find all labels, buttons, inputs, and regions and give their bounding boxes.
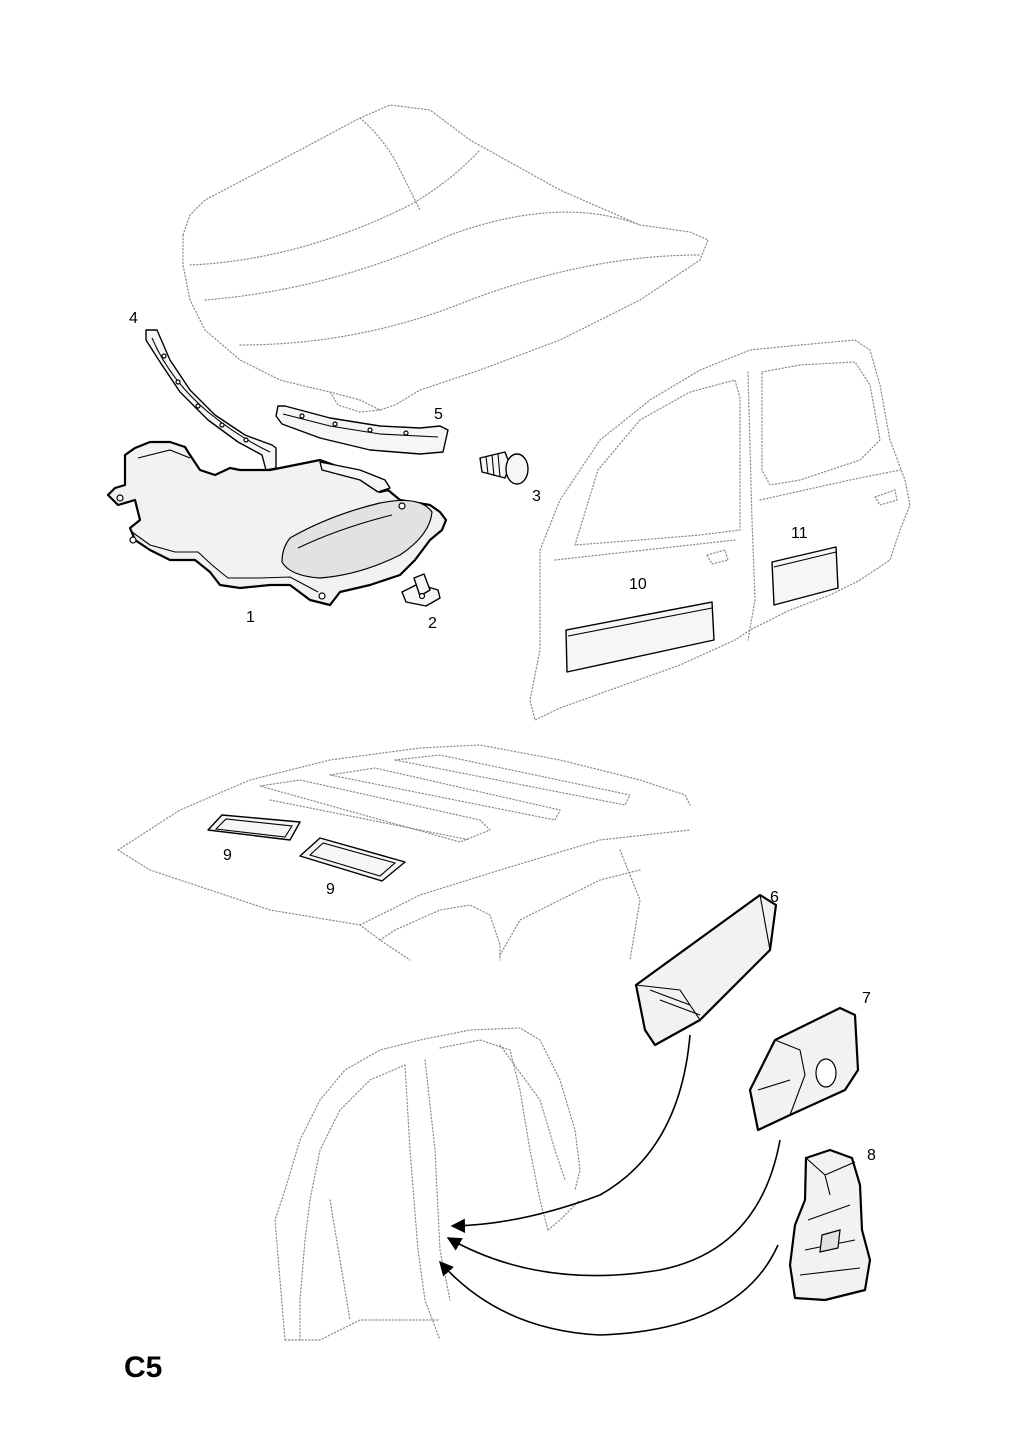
part-7-pillar-foam <box>748 1006 860 1132</box>
callout-9a: 9 <box>223 847 232 864</box>
callout-8: 8 <box>867 1147 876 1164</box>
part-3-push-rivet <box>479 451 529 485</box>
callout-7: 7 <box>862 990 871 1007</box>
assembly-arrows <box>439 1034 781 1336</box>
callout-4: 4 <box>129 310 138 327</box>
arrow-part-7 <box>446 1139 781 1277</box>
roof-outline <box>117 744 691 961</box>
side-body-outline <box>529 339 911 721</box>
callout-6: 6 <box>770 889 779 906</box>
part-8-pillar-foam <box>788 1148 872 1302</box>
arrow-part-8 <box>439 1244 779 1336</box>
callout-11: 11 <box>791 525 808 542</box>
part-6-pillar-foam <box>634 893 778 1047</box>
page-code: C5 <box>124 1351 162 1384</box>
part-1-bonnet-insulation <box>106 440 448 607</box>
arrow-part-6 <box>450 1034 691 1234</box>
part-9-roof-pad-b <box>299 837 406 882</box>
callout-9b: 9 <box>326 881 335 898</box>
body-pillars-outline <box>274 1027 581 1341</box>
callout-3: 3 <box>532 488 541 505</box>
part-9-roof-pad-a <box>207 814 301 841</box>
bonnet-outline <box>182 104 709 413</box>
part-2-clip <box>401 573 441 607</box>
callout-5: 5 <box>434 406 443 423</box>
part-10-door-pad <box>565 601 715 673</box>
callout-2: 2 <box>428 615 437 632</box>
part-11-door-pad <box>771 546 839 606</box>
callout-1: 1 <box>246 609 255 626</box>
part-5-rear-seal <box>275 405 449 455</box>
callout-10: 10 <box>629 576 647 593</box>
